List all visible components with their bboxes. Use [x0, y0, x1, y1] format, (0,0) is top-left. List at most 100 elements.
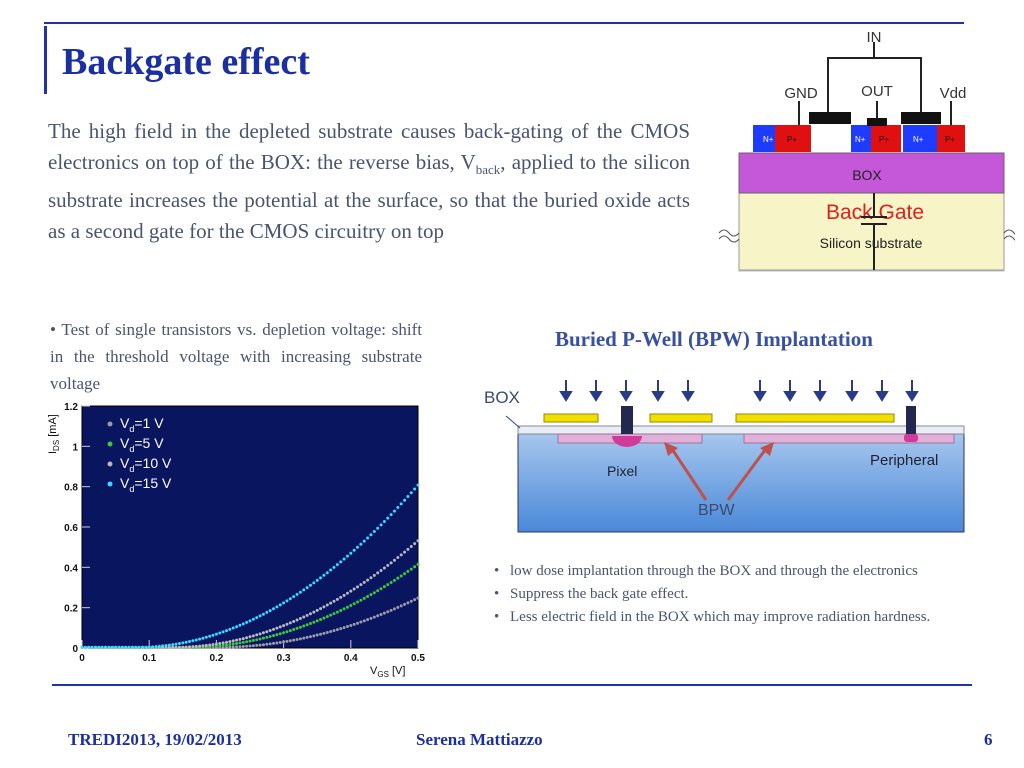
series-3-point [171, 645, 175, 649]
series-2-point [403, 572, 407, 576]
series-2-point [261, 636, 265, 640]
series-3-point [372, 573, 376, 577]
in-label: IN [867, 29, 882, 46]
series-3-point [174, 645, 178, 649]
x-axis-label: VGS [V] [370, 665, 405, 679]
series-4-point [214, 632, 218, 636]
series-4-point [359, 542, 363, 546]
pixel-label: Pixel [607, 463, 637, 479]
series-1-point [265, 642, 269, 646]
series-2-point [272, 634, 276, 638]
series-4-point [389, 513, 393, 517]
series-3-point [231, 639, 235, 643]
series-1-point [231, 645, 235, 649]
series-2-point [416, 562, 420, 566]
series-1-point [305, 635, 309, 639]
series-2-point [315, 619, 319, 623]
series-3-point [312, 610, 316, 614]
p-label-2: P+ [879, 135, 889, 144]
series-2-point [231, 642, 235, 646]
series-3-point [221, 641, 225, 645]
series-1-point [268, 642, 272, 646]
series-4-point [157, 644, 161, 648]
out-label: OUT [861, 83, 893, 100]
series-3-point [369, 576, 373, 580]
series-4-point [356, 545, 360, 549]
y-tick-label: 0.6 [64, 523, 78, 534]
series-4-point [272, 607, 276, 611]
y-axis-label: IDS [mA] [47, 414, 61, 454]
x-tick-label: 0.5 [411, 653, 425, 664]
metal-pad-3 [735, 413, 895, 423]
series-3-point [208, 643, 212, 647]
bpw-arrowhead-left [664, 442, 678, 456]
series-1-point [319, 632, 323, 636]
series-2-point [308, 622, 312, 626]
series-2-point [339, 608, 343, 612]
series-4-point [238, 623, 242, 627]
series-3-point [406, 547, 410, 551]
metal-pad-2 [649, 413, 713, 423]
series-4-point [366, 536, 370, 540]
series-2-point [312, 620, 316, 624]
bpw-bullet: Less electric field in the BOX which may… [490, 606, 980, 629]
series-3-point [181, 645, 185, 649]
series-2-point [238, 641, 242, 645]
series-3-point [258, 632, 262, 636]
series-1-point [382, 611, 386, 615]
series-4-point [409, 491, 413, 495]
intro-paragraph: The high field in the depleted substrate… [48, 116, 690, 247]
series-4-point [235, 625, 239, 629]
series-4-point [110, 645, 114, 649]
x-tick-label: 0 [79, 653, 85, 664]
series-1-point [413, 598, 417, 602]
series-2-point [345, 605, 349, 609]
series-3-point [228, 640, 232, 644]
series-2-point [248, 639, 252, 643]
series-3-point [292, 619, 296, 623]
series-1-point [292, 638, 296, 642]
series-4-point [151, 645, 155, 649]
bpw-bullet: Suppress the back gate effect. [490, 583, 980, 606]
series-1-point [272, 641, 276, 645]
series-4-point [127, 645, 131, 649]
series-3-point [272, 627, 276, 631]
series-4-point [268, 609, 272, 613]
series-4-point [292, 595, 296, 599]
series-4-point [161, 644, 165, 648]
series-4-point [97, 645, 101, 649]
bpw-bullet-list: low dose implantation through the BOX an… [490, 560, 980, 629]
series-4-point [104, 645, 108, 649]
substrate-region [738, 187, 1005, 271]
series-2-point [359, 598, 363, 602]
series-4-point [352, 548, 356, 552]
series-4-point [181, 641, 185, 645]
series-3-point [295, 618, 299, 622]
bpw-implant-right [743, 433, 955, 444]
series-2-point [241, 640, 245, 644]
series-4-point [282, 601, 286, 605]
series-4-point [386, 516, 390, 520]
series-3-point [362, 580, 366, 584]
series-1-point [345, 625, 349, 629]
series-3-point [218, 641, 222, 645]
series-3-point [255, 633, 259, 637]
series-3-point [308, 612, 312, 616]
series-2-point [295, 626, 299, 630]
series-1-point [248, 644, 252, 648]
series-3-point [211, 643, 215, 647]
series-4-point [211, 633, 215, 637]
series-3-point [376, 571, 380, 575]
series-3-point [275, 626, 279, 630]
series-2-point [386, 583, 390, 587]
series-3-point [194, 644, 198, 648]
series-1-point [275, 641, 279, 645]
series-1-point [386, 610, 390, 614]
series-2-point [265, 635, 269, 639]
series-4-point [275, 605, 279, 609]
legend-marker [107, 481, 113, 487]
series-2-point [389, 580, 393, 584]
n-label-3: N+ [913, 135, 924, 144]
series-3-point [298, 616, 302, 620]
